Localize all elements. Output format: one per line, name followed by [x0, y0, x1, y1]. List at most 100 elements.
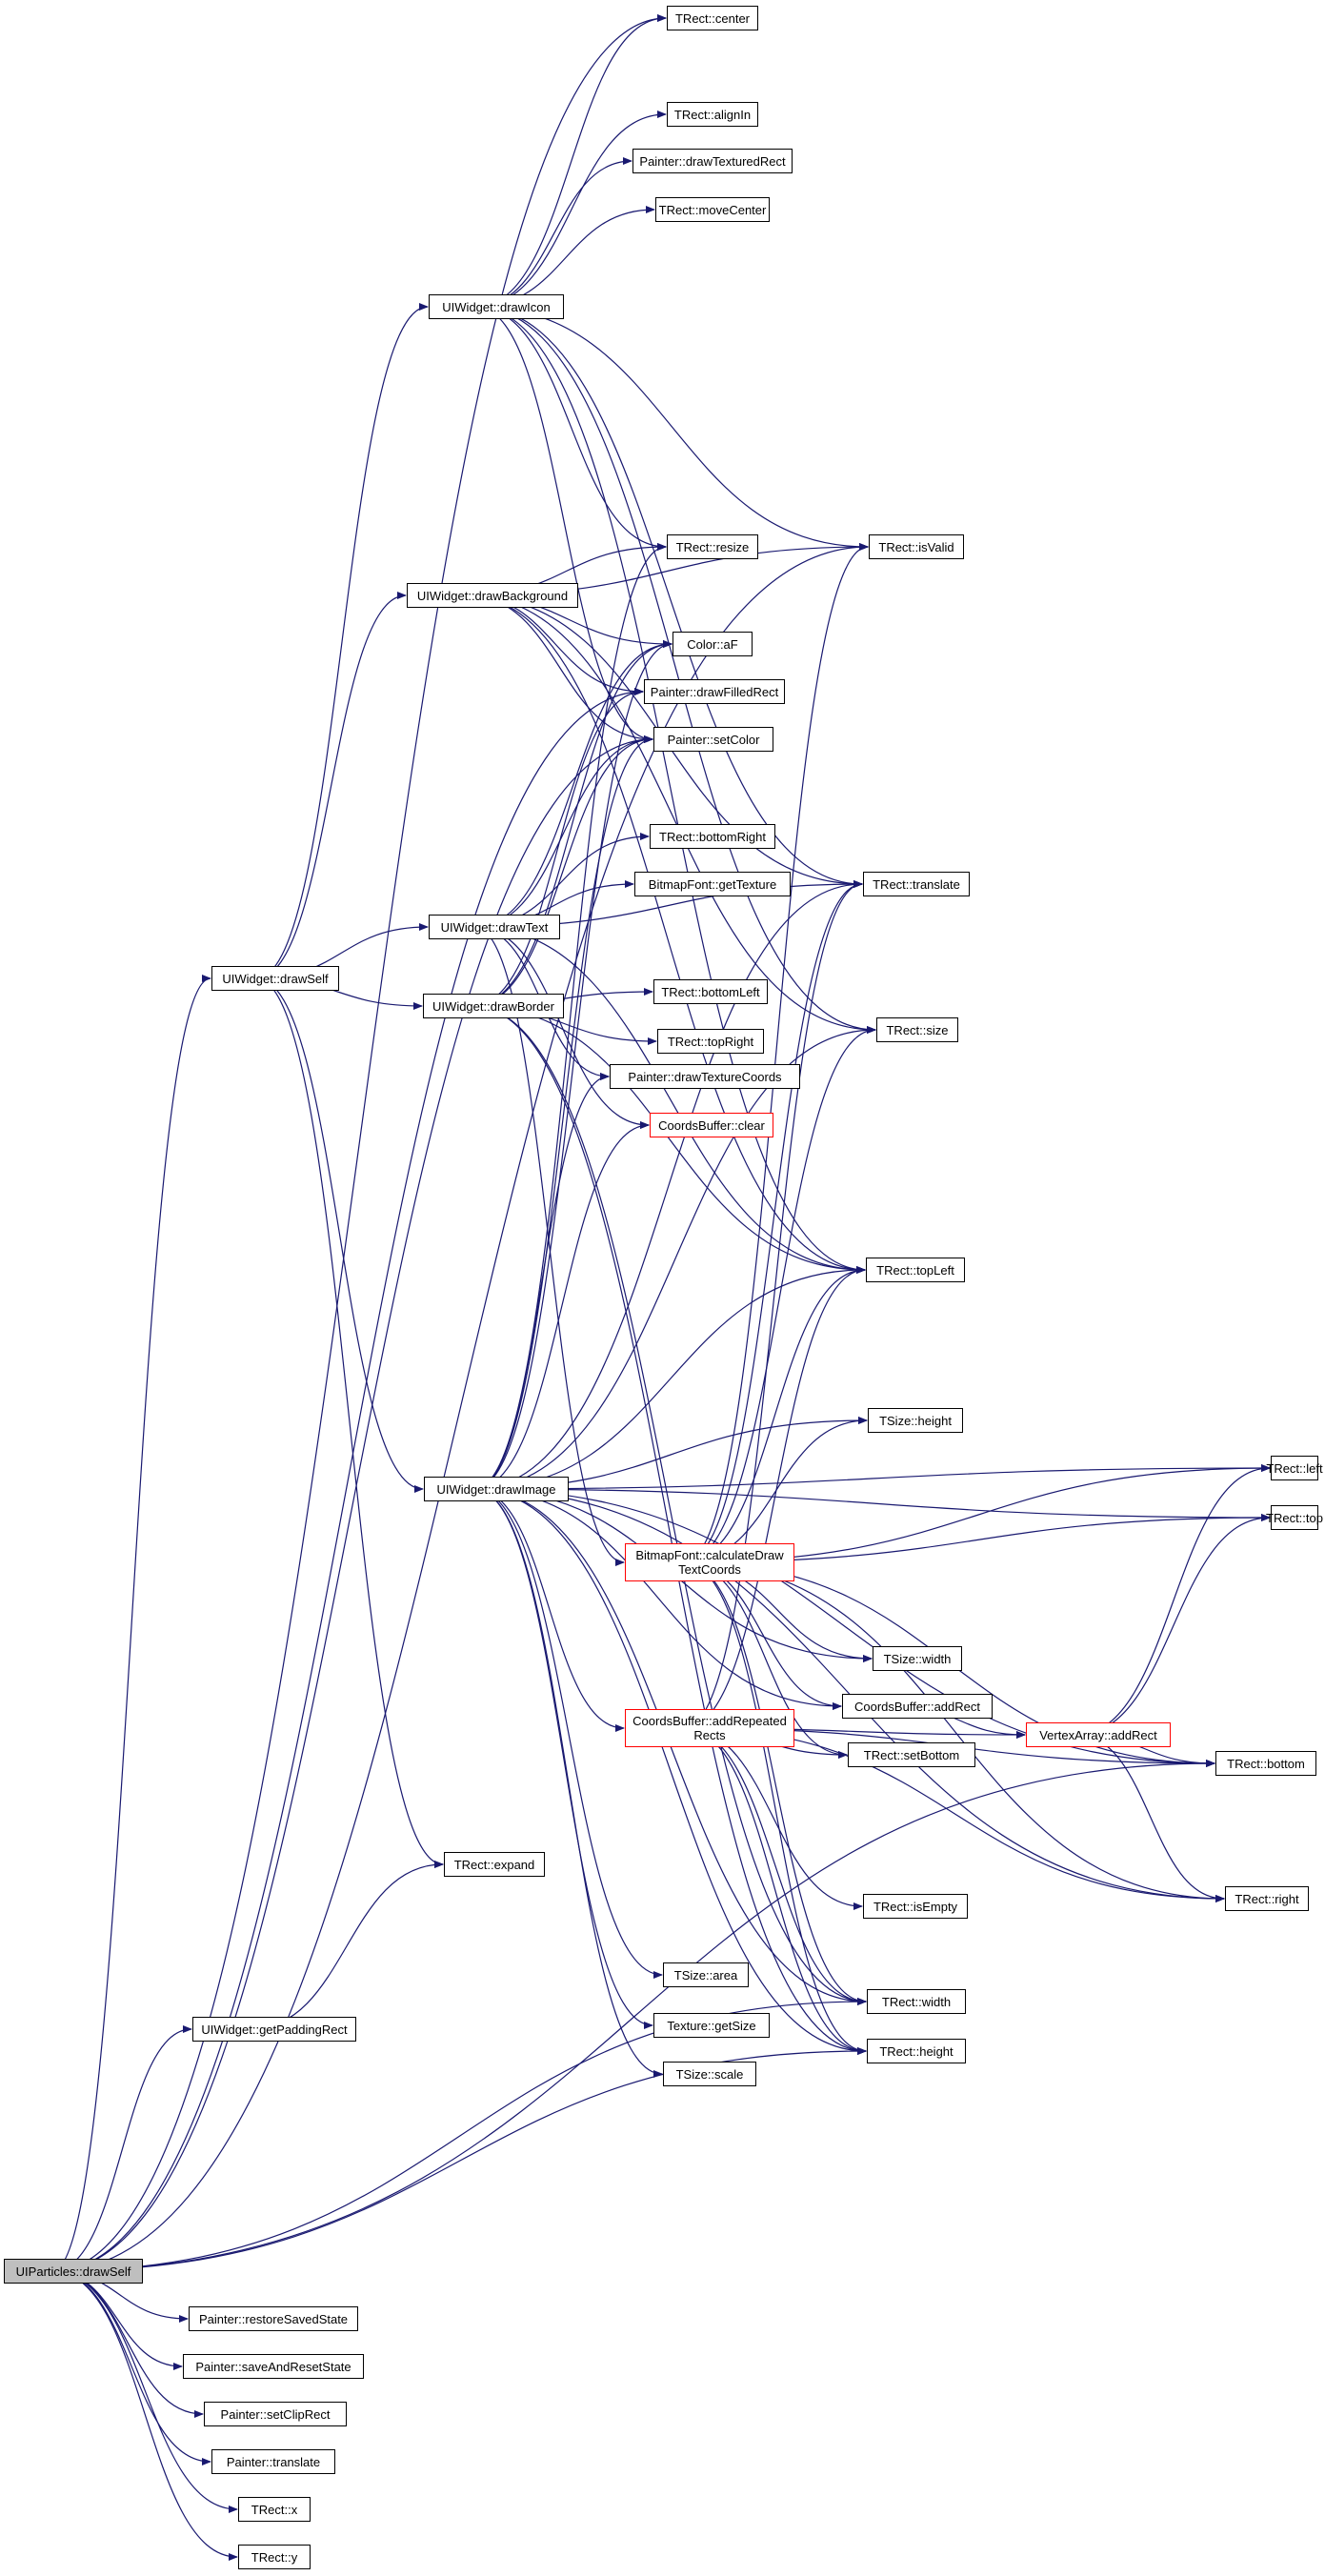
edge-uidrawicon-to-tresize [475, 306, 667, 551]
edge-cbaddrep-to-twidth [684, 1727, 867, 2005]
node-label-line-1: CoordsBuffer::addRepeated [632, 1714, 787, 1728]
node-uiparticles-drawself[interactable]: UIParticles::drawSelf [4, 2259, 143, 2284]
edge-uidrawimage-to-tsscale [474, 1488, 663, 2078]
node-vertexarray-addrect[interactable]: VertexArray::addRect [1026, 1722, 1171, 1747]
node-coordsbuffer-clear[interactable]: CoordsBuffer::clear [650, 1113, 773, 1137]
node-trect-topright[interactable]: TRect::topRight [657, 1029, 764, 1054]
node-painter-setcliprect[interactable]: Painter::setClipRect [204, 2402, 347, 2426]
node-trect-height[interactable]: TRect::height [867, 2039, 966, 2063]
node-trect-isvalid[interactable]: TRect::isValid [869, 534, 964, 559]
edge-uidrawtext-to-psetcolor [474, 735, 653, 928]
node-trect-isempty[interactable]: TRect::isEmpty [863, 1894, 968, 1919]
edge-uipdrawself-to-ty [52, 2270, 238, 2561]
edge-uidrawself-to-uidrawimage [255, 977, 424, 1493]
node-trect-bottomright[interactable]: TRect::bottomRight [650, 824, 775, 849]
node-tsize-area[interactable]: TSize::area [663, 1962, 749, 1987]
edge-cbaddrep-to-theight [684, 1727, 867, 2055]
node-painter-drawtexturecoords[interactable]: Painter::drawTextureCoords [610, 1064, 800, 1089]
edge-cbaddrep-to-ttranslate [684, 880, 863, 1729]
edge-uidrawborder-to-psetcolor [472, 735, 653, 1007]
node-trect-size[interactable]: TRect::size [876, 1017, 958, 1042]
node-color-af[interactable]: Color::aF [673, 632, 753, 656]
node-trect-center[interactable]: TRect::center [667, 6, 758, 30]
edge-uidrawimage-to-tbottom [474, 1488, 1215, 1767]
edge-uidrawicon-to-tsize [475, 306, 876, 1034]
node-painter-restoresavedstate[interactable]: Painter::restoreSavedState [189, 2306, 358, 2331]
node-trect-movecenter[interactable]: TRect::moveCenter [655, 197, 770, 222]
node-coordsbuffer-addrect[interactable]: CoordsBuffer::addRect [842, 1694, 993, 1719]
node-trect-setbottom[interactable]: TRect::setBottom [848, 1742, 975, 1767]
edge-uidrawbg-to-pdrawfilled [466, 594, 644, 695]
edge-uidrawborder-to-caf [472, 640, 673, 1007]
edge-bfcalc-to-twidth [684, 1561, 867, 2005]
edge-uidrawimage-to-cbaddrep [474, 1488, 625, 1732]
edge-uidrawself-to-uidrawicon [255, 303, 429, 979]
edge-uidrawicon-to-ttranslate [475, 306, 863, 888]
node-tsize-width[interactable]: TSize::width [873, 1646, 962, 1671]
node-trect-width[interactable]: TRect::width [867, 1989, 966, 2014]
node-trect-expand[interactable]: TRect::expand [444, 1852, 545, 1877]
edge-uidrawimage-to-pdrawtexcoords [474, 1073, 610, 1490]
edge-uidrawborder-to-theight [472, 1005, 867, 2055]
node-uiwidget-drawborder[interactable]: UIWidget::drawBorder [423, 994, 564, 1018]
edge-uidrawtext-to-ttopleft [474, 926, 866, 1274]
node-texture-getsize[interactable]: Texture::getSize [653, 2013, 770, 2038]
edge-bfcalc-to-theight [684, 1561, 867, 2055]
edge-uipdrawself-to-psetcolor [52, 735, 653, 2272]
edge-uidrawimage-to-caf [474, 640, 673, 1490]
node-trect-left[interactable]: TRect::left [1266, 1456, 1323, 1480]
node-uiwidget-drawicon[interactable]: UIWidget::drawIcon [429, 294, 564, 319]
edge-uidrawtext-to-tbottomright [474, 833, 650, 928]
node-painter-translate[interactable]: Painter::translate [211, 2449, 335, 2474]
edge-uipdrawself-to-tcenter [52, 14, 667, 2272]
node-tsize-scale[interactable]: TSize::scale [663, 2062, 756, 2086]
edge-uidrawbg-to-ttopleft [466, 594, 866, 1274]
edge-bfcalc-to-tright [684, 1561, 1225, 1902]
edge-uidrawicon-to-tcenter [475, 14, 667, 308]
edge-uidrawimage-to-ttop [474, 1488, 1271, 1521]
node-trect-topleft[interactable]: TRect::topLeft [866, 1258, 965, 1282]
edge-cbaddrep-to-ttopleft [684, 1266, 866, 1729]
edge-uidrawimage-to-theight [474, 1488, 867, 2055]
edge-uidrawimage-to-cbclear [474, 1121, 650, 1490]
node-uiwidget-drawimage[interactable]: UIWidget::drawImage [424, 1477, 569, 1501]
node-trect-top[interactable]: TRect::top [1266, 1505, 1323, 1530]
edge-vaaddrect-to-tleft [1076, 1464, 1271, 1736]
edge-uidrawself-to-uidrawbg [255, 592, 407, 979]
edge-uidrawborder-to-pdrawfilled [472, 688, 644, 1007]
edge-uidrawicon-to-ttopleft [475, 306, 866, 1274]
node-painter-drawtexturedrect[interactable]: Painter::drawTexturedRect [632, 149, 793, 173]
node-uiwidget-drawtext[interactable]: UIWidget::drawText [429, 915, 560, 939]
edge-uidrawimage-to-tsarea [474, 1488, 663, 1979]
edge-uidrawimage-to-tsize [474, 1026, 876, 1490]
node-uiwidget-drawself[interactable]: UIWidget::drawSelf [211, 966, 339, 991]
edge-uidrawimage-to-tleft [474, 1464, 1271, 1490]
node-uiwidget-getpaddingrect[interactable]: UIWidget::getPaddingRect [192, 2017, 356, 2042]
node-trect-bottomleft[interactable]: TRect::bottomLeft [653, 979, 768, 1004]
node-label-line-2: Rects [693, 1728, 726, 1742]
node-tsize-height[interactable]: TSize::height [868, 1408, 963, 1433]
edge-uipdrawself-to-psavereset [52, 2270, 183, 2370]
node-trect-x[interactable]: TRect::x [238, 2497, 311, 2522]
node-painter-saveandresetstate[interactable]: Painter::saveAndResetState [183, 2354, 364, 2379]
node-trect-translate[interactable]: TRect::translate [863, 872, 970, 896]
node-trect-resize[interactable]: TRect::resize [667, 534, 758, 559]
node-trect-right[interactable]: TRect::right [1225, 1886, 1309, 1911]
node-trect-y[interactable]: TRect::y [238, 2545, 311, 2569]
node-trect-bottom[interactable]: TRect::bottom [1215, 1751, 1316, 1776]
edge-bfcalc-to-tisvalid [684, 543, 869, 1563]
edge-bfcalc-to-ttranslate [684, 880, 863, 1563]
edge-uidrawimage-to-ttopleft [474, 1266, 866, 1490]
node-uiwidget-drawbackground[interactable]: UIWidget::drawBackground [407, 583, 578, 608]
edge-uipdrawself-to-pdrawfilled [52, 688, 644, 2272]
edge-uipdrawself-to-twidth [52, 1998, 867, 2272]
node-label-line-1: BitmapFont::calculateDraw [635, 1548, 784, 1562]
node-painter-drawfilledrect[interactable]: Painter::drawFilledRect [644, 679, 785, 704]
edge-uigetpadding-to-texpand [250, 1861, 444, 2030]
node-painter-setcolor[interactable]: Painter::setColor [653, 727, 773, 752]
node-trect-alignin[interactable]: TRect::alignIn [667, 102, 758, 127]
node-bitmapfont-gettexture[interactable]: BitmapFont::getTexture [634, 872, 791, 896]
